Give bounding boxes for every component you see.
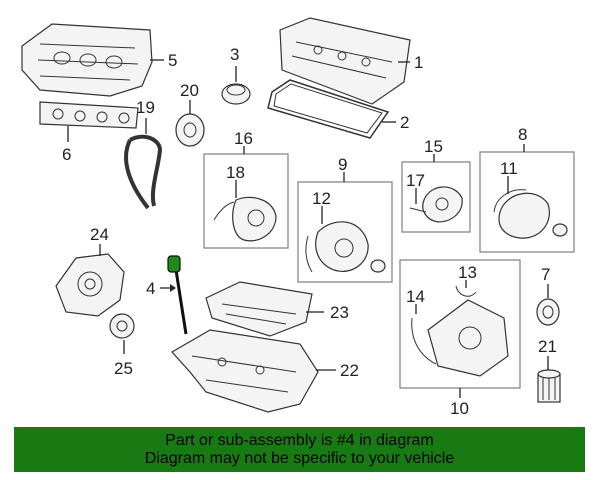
info-banner: Part or sub-assembly is #4 in diagram Di… (14, 427, 585, 472)
callout-2: 2 (400, 113, 409, 132)
part-8-group (479, 144, 575, 253)
part-7-crank-pulley (536, 284, 560, 326)
callout-24: 24 (90, 225, 109, 244)
callout-12: 12 (312, 189, 331, 208)
part-15-group (401, 154, 471, 233)
part-3-oil-cap (221, 66, 251, 105)
callout-4: 4 (146, 279, 155, 298)
callout-1: 1 (414, 53, 423, 72)
part-16-group (203, 146, 289, 249)
callout-6: 6 (62, 145, 71, 164)
part-25-pump-gear (109, 313, 135, 354)
callout-8: 8 (518, 125, 527, 144)
callout-18: 18 (226, 163, 245, 182)
part-22-oil-pan (171, 329, 336, 413)
part-24-oil-pump (55, 244, 125, 317)
part-5-intake-manifold (21, 23, 164, 97)
callout-7: 7 (541, 265, 550, 284)
part-23-baffle-plate (205, 281, 324, 337)
callout-10: 10 (450, 399, 469, 418)
parts-diagram: 5 6 3 1 2 20 (21, 17, 575, 418)
callout-15: 15 (424, 137, 443, 156)
part-21-oil-filter (537, 356, 561, 403)
part-4-oil-dipstick (160, 255, 188, 335)
callout-17: 17 (406, 171, 425, 190)
callout-16: 16 (234, 129, 253, 148)
callout-11: 11 (500, 159, 518, 178)
part-2-valve-cover-gasket (267, 79, 396, 139)
callout-5: 5 (168, 51, 177, 70)
callout-9: 9 (338, 155, 347, 174)
callout-20: 20 (180, 81, 199, 100)
callout-25: 25 (114, 359, 133, 378)
callout-23: 23 (330, 303, 349, 322)
banner-line-2: Diagram may not be specific to your vehi… (144, 450, 455, 467)
callout-3: 3 (230, 45, 239, 64)
callout-13: 13 (458, 263, 477, 282)
part-1-valve-cover (279, 17, 411, 105)
part-20-cam-pulley (175, 100, 205, 147)
callout-19: 19 (136, 98, 155, 117)
callout-22: 22 (340, 361, 359, 380)
callout-21: 21 (538, 337, 557, 356)
callout-14: 14 (406, 287, 425, 306)
part-19-timing-belt (124, 118, 163, 210)
banner-line-1: Part or sub-assembly is #4 in diagram (165, 432, 434, 449)
part-10-group (399, 259, 521, 398)
part-9-group (297, 172, 393, 283)
part-6-manifold-gasket (39, 101, 139, 142)
